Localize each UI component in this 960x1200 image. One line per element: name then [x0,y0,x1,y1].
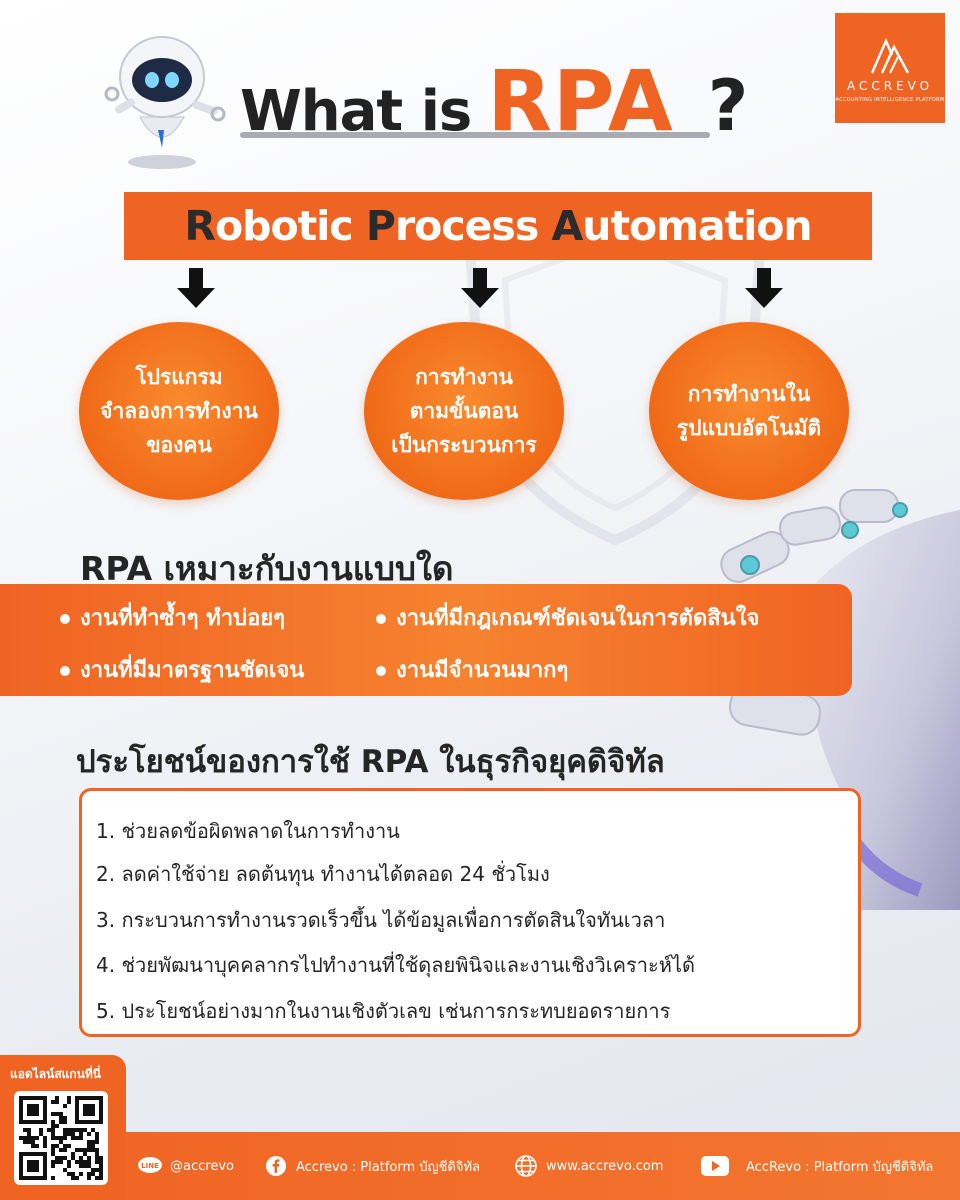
qr-code-graphic [19,1096,103,1180]
benefits-list: 1. ช่วยลดข้อผิดพลาดในการทำงาน 2. ลดค่าใช… [79,788,861,1037]
youtube-channel: AccRevo : Platform บัญชีดิจิทัล [746,1159,934,1175]
banner-word-robotic: obotic [214,202,354,250]
list-item: 2. ลดค่าใช้จ่าย ลดต้นทุน ทำงานได้ตลอด 24… [96,862,550,886]
qr-label: แอดไลน์สแกนที่นี่ [10,1067,101,1081]
arrow-down-icon [745,268,783,310]
page-title: What is RPA ? [240,52,748,150]
qr-panel: แอดไลน์สแกนที่นี่ [0,1055,126,1200]
list-item: 5. ประโยชน์อย่างมากในงานเชิงตัวเลข เช่นก… [96,999,671,1023]
arrow-down-icon [461,268,499,310]
youtube-icon [698,1152,732,1180]
title-suffix: ? [707,65,749,147]
concept-circle-process: การทำงาน ตามขั้นตอน เป็นกระบวนการ [364,322,564,500]
line-icon-text: LINE [141,1162,159,1170]
line-handle: @accrevo [170,1158,234,1174]
globe-icon [512,1152,540,1180]
banner-initial-a: A [551,202,584,250]
list-item: 1. ช่วยลดข้อผิดพลาดในการทำงาน [96,819,400,843]
circle-line: จำลองการทำงาน [100,399,258,423]
qr-code-icon[interactable] [14,1091,108,1185]
footer-youtube[interactable]: AccRevo : Platform บัญชีดิจิทัล [698,1151,933,1181]
robot-mascot-icon [104,36,226,169]
circle-line: รูปแบบอัตโนมัติ [676,416,822,440]
bullet-icon [376,666,386,676]
benefits-heading: ประโยชน์ของการใช้ RPA ในธุรกิจยุคดิจิทัล [76,744,665,780]
logo-tagline: ACCOUNTING INTELLIGENCE PLATFORM [835,97,945,103]
list-item: งานที่ทำซ้ำๆ ทำบ่อยๆ [60,600,285,635]
list-item: 4. ช่วยพัฒนาบุคคลากรไปทำงานที่ใช้ดุลยพิน… [96,953,695,977]
list-item: งานที่มีกฎเกณฑ์ชัดเจนในการตัดสินใจ [376,600,759,635]
banner-word-automation: utomation [582,202,812,250]
concept-circle-program: โปรแกรม จำลองการทำงาน ของคน [79,322,279,500]
circle-line: ตามขั้นตอน [409,399,519,423]
list-item: 3. กระบวนการทำงานรวดเร็วขึ้น ได้ข้อมูลเพ… [96,908,666,932]
bullet-icon [376,614,386,624]
circle-line: เป็นกระบวนการ [391,433,537,457]
footer-line[interactable]: LINE @accrevo [136,1151,234,1181]
facebook-name: Accrevo : Platform บัญชีดิจิทัล [296,1159,481,1175]
rpa-banner: Robotic Process Automation [124,192,872,260]
suitable-list: งานที่ทำซ้ำๆ ทำบ่อยๆ งานที่มีกฎเกณฑ์ชัดเ… [0,584,852,696]
banner-initial-p: P [365,202,396,250]
banner-initial-r: R [184,202,216,250]
circle-line: การทำงานใน [687,382,811,406]
circle-line: การทำงาน [415,365,513,389]
bullet-icon [60,666,70,676]
circle-line: ของคน [146,433,212,457]
website-url: www.accrevo.com [546,1158,664,1174]
arrow-down-icon [177,268,215,310]
list-item: งานมีจำนวนมากๆ [376,652,568,687]
list-item: งานที่มีมาตรฐานชัดเจน [60,652,304,687]
circle-line: โปรแกรม [135,365,223,389]
logo-name: ACCREVO [846,79,934,93]
footer-facebook[interactable]: Accrevo : Platform บัญชีดิจิทัล [262,1151,480,1181]
suitable-heading: RPA เหมาะกับงานแบบใด [80,549,454,588]
bullet-icon [60,614,70,624]
line-icon: LINE [136,1152,164,1180]
concept-circle-automation: การทำงานใน รูปแบบอัตโนมัติ [649,322,849,500]
footer-website[interactable]: www.accrevo.com [512,1151,663,1181]
accrevo-logo: ACCREVO ACCOUNTING INTELLIGENCE PLATFORM [835,13,945,123]
banner-word-process: rocess [394,202,539,250]
facebook-icon [262,1152,290,1180]
footer-bar: LINE @accrevo Accrevo : Platform บัญชีดิ… [0,1132,960,1200]
accrevo-logo-mark-icon [870,37,910,74]
title-underline [240,132,710,138]
